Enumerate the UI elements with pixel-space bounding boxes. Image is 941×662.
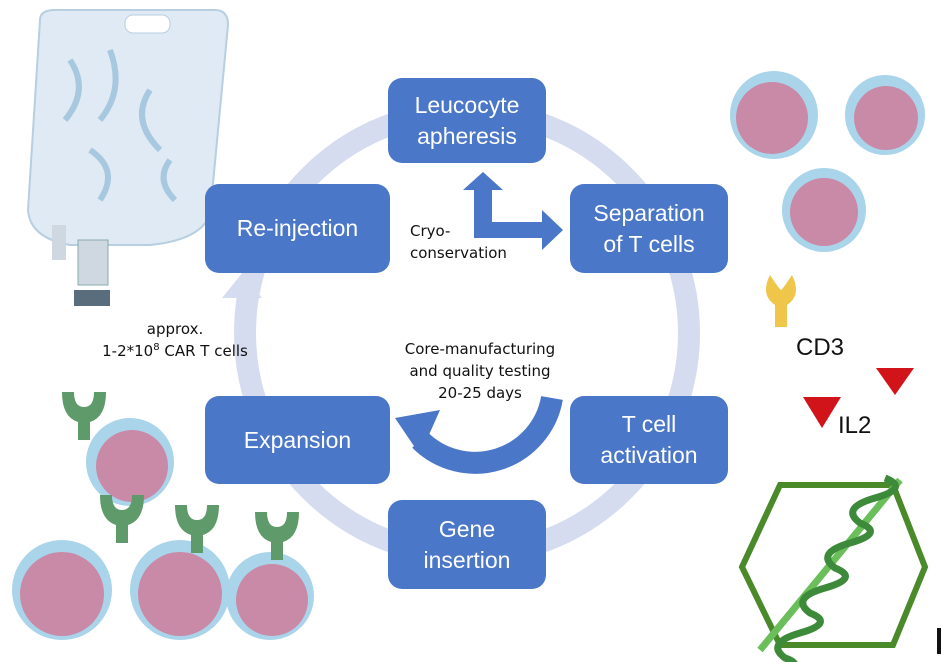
dose-label: approx. 1-2*108 CAR T cells xyxy=(60,318,290,362)
car-t-cells-icon xyxy=(12,418,314,640)
core-line: and quality testing xyxy=(409,362,551,380)
cryo-line: Cryo- xyxy=(410,222,451,240)
step-label: insertion xyxy=(423,546,511,573)
core-line: 20-25 days xyxy=(438,384,522,402)
dose-line: 1-2*10 xyxy=(102,342,154,360)
cryo-label: Cryo-conservation xyxy=(410,220,507,264)
core-cycle-arrow-icon xyxy=(412,395,563,474)
step-t-cell-activation: T cell activation xyxy=(570,396,728,484)
cycle-arrowhead-icon xyxy=(222,272,262,298)
step-label: activation xyxy=(600,442,698,468)
cd3-receptor-icon xyxy=(766,275,796,327)
t-cells-icon xyxy=(730,71,925,252)
step-label: Separation xyxy=(593,199,705,226)
step-label: Gene xyxy=(438,515,496,542)
step-label: Re-injection xyxy=(236,215,359,241)
dose-exponent: 8 xyxy=(153,342,160,353)
core-manufacturing-label: Core-manufacturing and quality testing 20-… xyxy=(380,338,580,404)
step-separation-of-t-cells: Separation of T cells xyxy=(570,184,728,273)
car-receptor-icon xyxy=(62,392,299,560)
il2-icon xyxy=(803,397,841,428)
cryo-line: conservation xyxy=(410,244,507,262)
cryo-arrow-icon xyxy=(463,172,563,250)
process-cycle-ring xyxy=(234,100,700,566)
step-label: T cell xyxy=(621,411,677,437)
il2-icon xyxy=(876,368,914,395)
core-line: Core-manufacturing xyxy=(404,340,556,358)
step-label: Leucocyte xyxy=(414,91,520,118)
dna-helix-icon xyxy=(757,474,903,662)
step-leucocyte-apheresis: Leucocyte apheresis xyxy=(388,78,546,163)
cutoff-glyph xyxy=(937,628,941,654)
dose-line: approx. xyxy=(146,320,204,338)
infusion-bag-icon xyxy=(26,9,230,306)
il2-label: IL2 xyxy=(838,412,872,439)
step-label: apheresis xyxy=(417,122,517,149)
core-arrowhead-icon xyxy=(395,410,440,455)
step-re-injection: Re-injection xyxy=(205,184,390,273)
step-label: of T cells xyxy=(603,230,695,257)
step-label: Expansion xyxy=(243,426,352,453)
dose-line: CAR T cells xyxy=(159,342,248,360)
step-expansion: Expansion xyxy=(205,396,390,484)
step-gene-insertion: Gene insertion xyxy=(388,500,546,589)
cd3-label: CD3 xyxy=(796,334,845,361)
